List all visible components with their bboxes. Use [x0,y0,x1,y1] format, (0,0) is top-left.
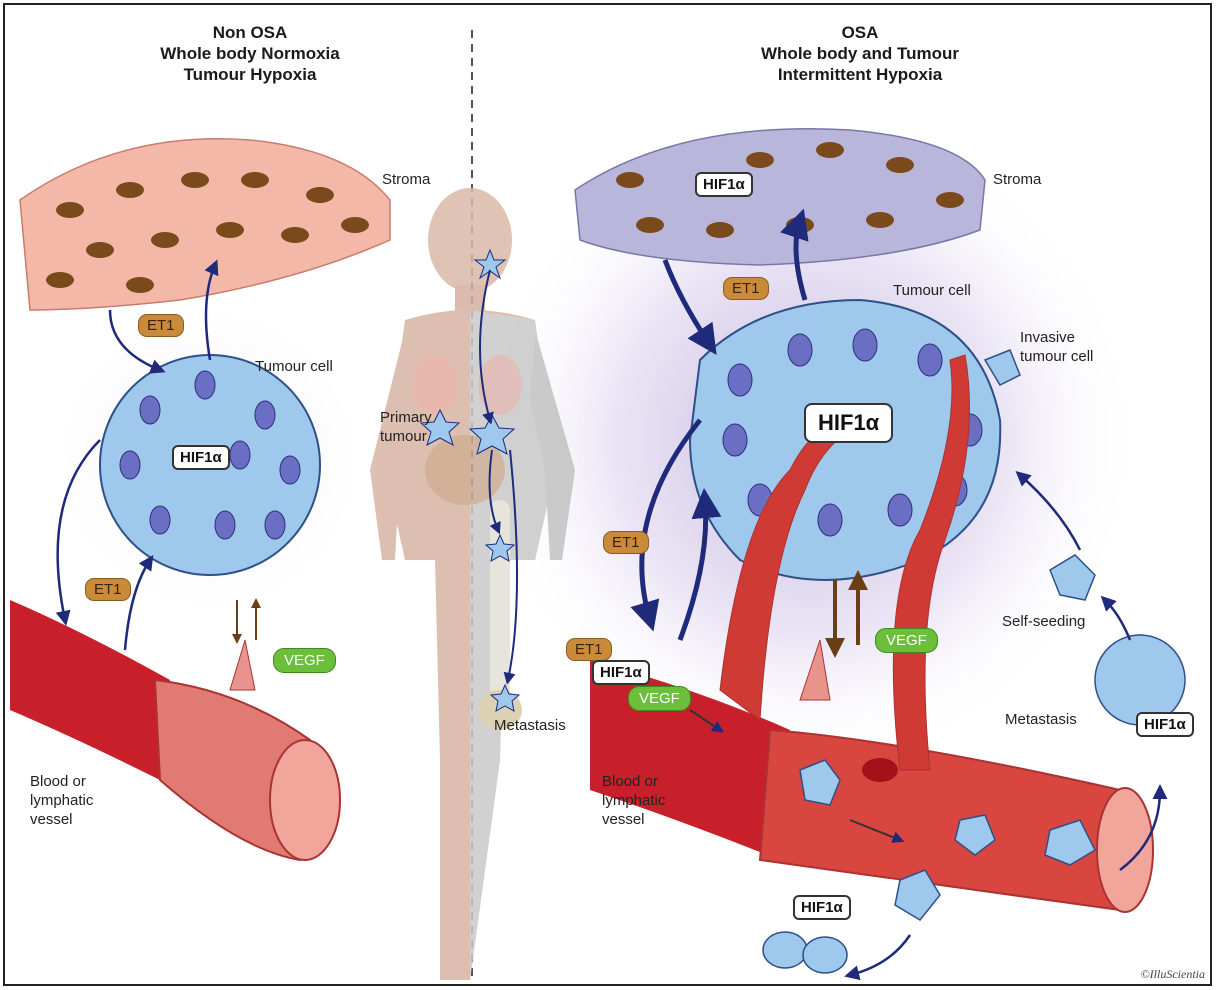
primary-tumour-label: Primary tumour [380,408,432,446]
metastasis-center-label: Metastasis [494,716,566,735]
hif-left: HIF1α [172,445,230,470]
stroma-right-label: Stroma [993,170,1041,189]
stroma-left-label: Stroma [382,170,430,189]
vegf-right-mid: VEGF [875,628,938,653]
self-seeding-label: Self-seeding [1002,612,1085,631]
vegf-right-vessel: VEGF [628,686,691,711]
et1-right-top: ET1 [723,277,769,300]
right-heading: OSA Whole body and Tumour Intermittent H… [710,22,1010,85]
hif-right-vessel: HIF1α [592,660,650,685]
et1-left-top: ET1 [138,314,184,337]
metastasis-right-label: Metastasis [1005,710,1077,729]
et1-left-bottom: ET1 [85,578,131,601]
et1-right-mid: ET1 [603,531,649,554]
vegf-left: VEGF [273,648,336,673]
vessel-left-label: Blood or lymphatic vessel [30,772,93,829]
et1-right-vessel: ET1 [566,638,612,661]
hif-right-stroma: HIF1α [695,172,753,197]
invasive-tumour-cell-label: Invasive tumour cell [1020,328,1093,366]
copyright-text: ©IlluScientia [1141,967,1205,982]
hif-right-tumour: HIF1α [804,403,893,443]
vessel-right-label: Blood or lymphatic vessel [602,772,665,829]
stroma-right [575,129,985,265]
stroma-left [20,139,390,310]
tumour-cell-left-label: Tumour cell [255,357,333,376]
left-heading: Non OSA Whole body Normoxia Tumour Hypox… [110,22,390,85]
hif-right-bottom: HIF1α [793,895,851,920]
hif-right-metastasis: HIF1α [1136,712,1194,737]
tumour-cell-right-label: Tumour cell [893,281,971,300]
